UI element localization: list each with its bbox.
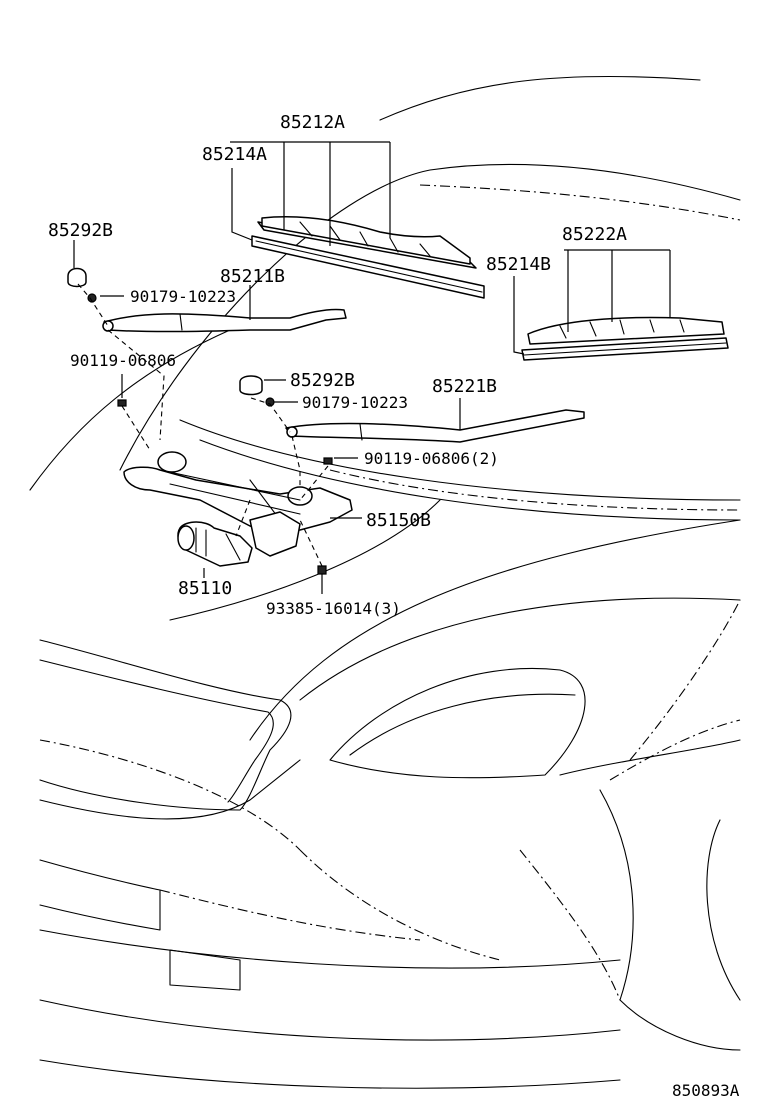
- part-labels: 85212A 85214A 85292B 85211B 90179-10223 …: [48, 112, 740, 1100]
- left-wiper-blade: [251, 216, 485, 299]
- right-wiper-blade: [521, 316, 729, 361]
- label-85214B: 85214B: [486, 254, 551, 275]
- label-93385: 93385-16014(3): [266, 599, 401, 618]
- label-85110: 85110: [178, 578, 232, 599]
- left-cap: [67, 267, 87, 288]
- installation-lines: [77, 283, 329, 567]
- label-85222A: 85222A: [562, 224, 627, 245]
- wiper-linkage-and-motor: [123, 451, 353, 567]
- label-85214A: 85214A: [202, 144, 267, 165]
- label-85292B-left: 85292B: [48, 220, 113, 241]
- label-90119-right: 90119-06806(2): [364, 449, 499, 468]
- label-85150B: 85150B: [366, 510, 431, 531]
- car-body-outline: [29, 75, 741, 1089]
- right-cap: [239, 375, 263, 396]
- right-bolt: [323, 457, 333, 465]
- right-wiper-arm: [285, 409, 585, 443]
- label-85212A: 85212A: [280, 112, 345, 133]
- motor-bolt: [317, 565, 327, 575]
- fasteners: [67, 267, 333, 575]
- label-85221B: 85221B: [432, 376, 497, 397]
- left-wiper-arm: [102, 308, 347, 333]
- diagram-id-code: 850893A: [672, 1081, 740, 1100]
- label-90119-left: 90119-06806: [70, 351, 176, 370]
- label-90179-right: 90179-10223: [302, 393, 408, 412]
- left-bolt: [117, 399, 127, 407]
- label-90179-left: 90179-10223: [130, 287, 236, 306]
- leader-lines: [73, 141, 671, 594]
- label-85292B-right: 85292B: [290, 370, 355, 391]
- label-85211B: 85211B: [220, 266, 285, 287]
